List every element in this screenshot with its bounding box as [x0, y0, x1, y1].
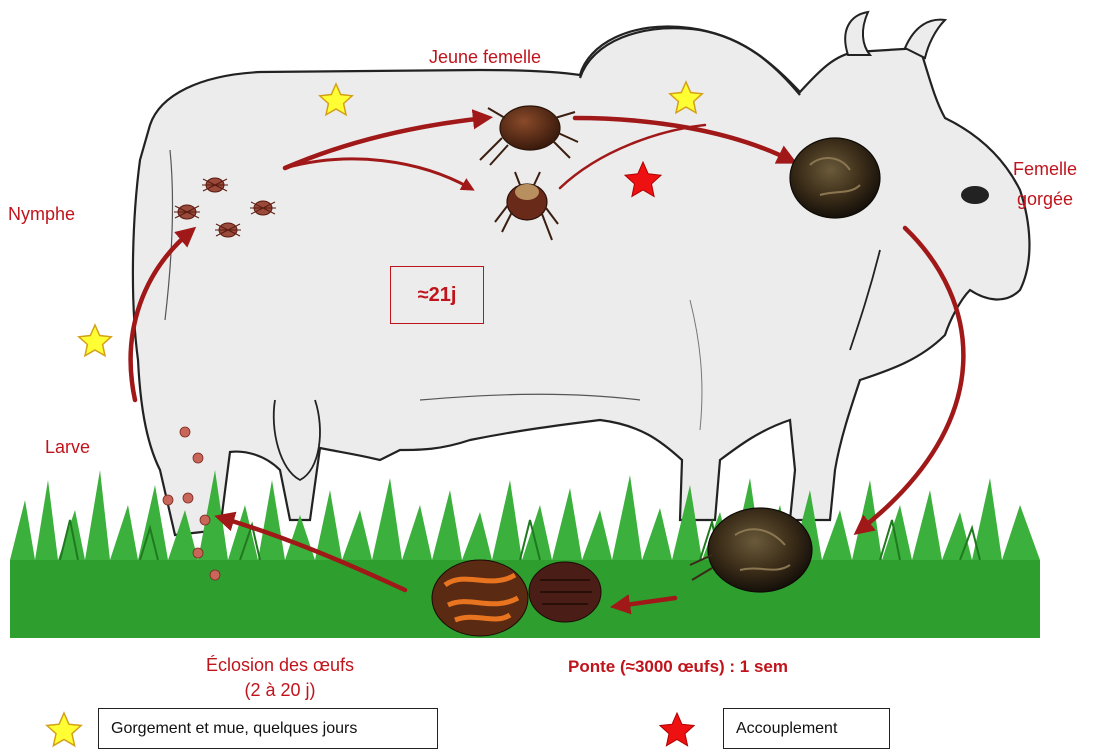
- legend-hollow-star-box: Gorgement et mue, quelques jours: [98, 708, 438, 749]
- label-ponte: Ponte (≈3000 œufs) : 1 sem: [568, 656, 788, 678]
- legend-filled-star-box: Accouplement: [723, 708, 890, 749]
- label-jeune-femelle: Jeune femelle: [429, 46, 541, 68]
- label-nymphe: Nymphe: [8, 203, 75, 225]
- legend-filled-star-icon: [660, 713, 694, 746]
- label-eclosion-line2: (2 à 20 j): [155, 679, 405, 701]
- label-larve: Larve: [45, 436, 90, 458]
- label-femelle-gorgee-line1: Femelle: [1010, 158, 1080, 180]
- legend-hollow-star-icon: [47, 713, 81, 746]
- hollow-star-3: [79, 325, 111, 356]
- label-eclosion-line1: Éclosion des œufs: [155, 654, 405, 676]
- grass: [10, 470, 1040, 638]
- label-femelle-gorgee: Femelle gorgée: [1010, 158, 1080, 210]
- legend-filled-star-text: Accouplement: [736, 720, 837, 738]
- duration-box: ≈21j: [390, 266, 484, 324]
- legend-hollow-star-text: Gorgement et mue, quelques jours: [111, 720, 357, 738]
- engorged-female-tick: [790, 138, 880, 218]
- cow-silhouette: [133, 12, 1030, 535]
- label-femelle-gorgee-line2: gorgée: [1010, 188, 1080, 210]
- label-eclosion: Éclosion des œufs (2 à 20 j): [155, 654, 405, 701]
